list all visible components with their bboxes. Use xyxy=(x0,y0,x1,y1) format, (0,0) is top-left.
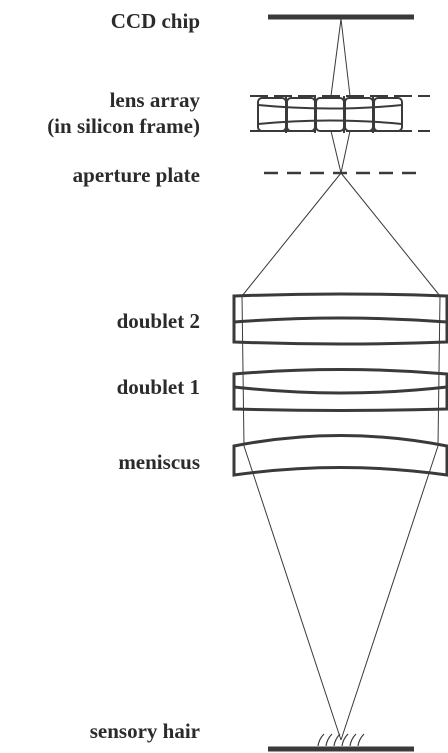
label-meniscus: meniscus xyxy=(118,450,200,474)
doublet-1 xyxy=(232,368,448,412)
label-doublet-2: doublet 2 xyxy=(116,309,200,333)
label-ccd-chip: CCD chip xyxy=(110,9,200,33)
lens-cell xyxy=(286,97,316,132)
lens-cell xyxy=(257,97,287,132)
lens-cell xyxy=(344,97,374,132)
lens-cell xyxy=(373,97,403,132)
meniscus-lens xyxy=(232,434,448,477)
label-sensory-hair: sensory hair xyxy=(89,719,200,743)
lens-cell xyxy=(315,97,345,132)
label-aperture-plate: aperture plate xyxy=(72,163,200,187)
lens-array xyxy=(250,95,430,133)
ray-bundle xyxy=(241,18,441,741)
label-lens-array-frame: (in silicon frame) xyxy=(47,114,200,138)
label-lens-array: lens array xyxy=(109,88,200,112)
label-doublet-1: doublet 1 xyxy=(116,375,200,399)
sensory-hairs xyxy=(317,733,365,747)
doublet-2 xyxy=(232,292,448,346)
